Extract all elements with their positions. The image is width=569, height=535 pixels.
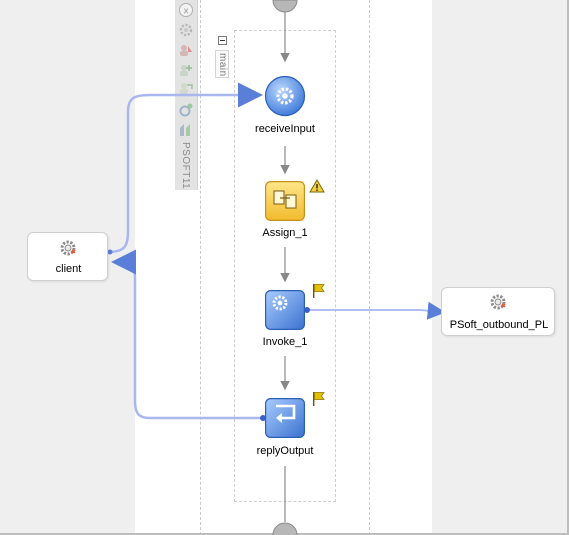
receive-input-label: receiveInput bbox=[255, 123, 315, 135]
main-scope-label: main bbox=[215, 50, 229, 78]
frame-border-right bbox=[567, 0, 569, 535]
gear-icon[interactable] bbox=[178, 22, 194, 38]
invoke-activity[interactable] bbox=[265, 290, 305, 330]
flag-icon[interactable] bbox=[312, 283, 326, 299]
assign-activity[interactable] bbox=[265, 181, 305, 221]
end-node bbox=[272, 522, 298, 535]
assign-label: Assign_1 bbox=[262, 227, 308, 239]
reply-icon bbox=[265, 398, 305, 438]
client-label: client bbox=[55, 263, 82, 275]
client-partner-link[interactable]: client bbox=[27, 232, 108, 281]
psoft-label: PSoft_outbound_PL bbox=[449, 319, 549, 331]
gear-cross-icon bbox=[60, 240, 76, 256]
right-swimlane bbox=[432, 0, 569, 535]
psoft-partner-link[interactable]: PSoft_outbound_PL bbox=[441, 287, 555, 336]
partner-link-icon[interactable] bbox=[178, 102, 194, 118]
collapse-main-button[interactable] bbox=[218, 36, 227, 45]
start-node bbox=[272, 0, 298, 13]
warning-icon[interactable] bbox=[309, 179, 325, 193]
reply-output-label: replyOutput bbox=[256, 445, 314, 457]
toolbar-vertical-label: PSOFT11 bbox=[180, 142, 191, 190]
gear-cross-icon bbox=[490, 294, 506, 310]
receive-input-activity[interactable] bbox=[264, 75, 306, 117]
assign-icon bbox=[265, 181, 305, 221]
invoke-gear-icon bbox=[265, 290, 305, 330]
variable-x-icon[interactable]: x bbox=[178, 2, 194, 18]
wire-reply-to-client bbox=[111, 249, 262, 420]
fault-icon[interactable] bbox=[178, 42, 194, 58]
process-scope bbox=[200, 0, 370, 535]
reply-output-activity[interactable] bbox=[265, 398, 305, 438]
wire-invoke-to-psoft bbox=[306, 301, 446, 320]
invoke-label: Invoke_1 bbox=[262, 336, 308, 348]
svg-text:x: x bbox=[183, 7, 189, 17]
reply-in-port[interactable] bbox=[260, 415, 266, 421]
property-icon[interactable] bbox=[178, 80, 194, 96]
message-exchange-icon[interactable] bbox=[178, 122, 194, 138]
receive-gear-icon bbox=[264, 75, 306, 117]
invoke-out-port[interactable] bbox=[304, 307, 310, 313]
flag-icon[interactable] bbox=[312, 391, 326, 407]
correlation-icon[interactable] bbox=[178, 62, 194, 78]
client-port[interactable] bbox=[107, 249, 113, 255]
